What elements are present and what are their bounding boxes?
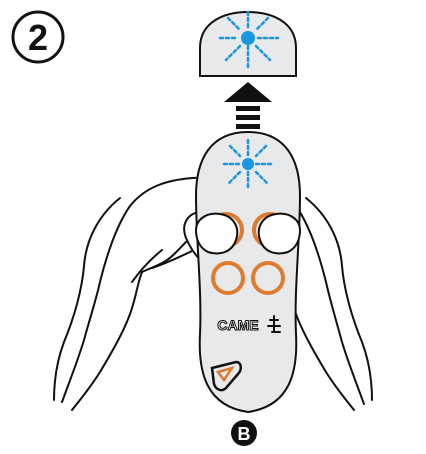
step-number: 2 [28,17,48,58]
came-logo-text: CAME [217,317,258,333]
remote-button-4[interactable] [253,263,283,293]
remote-control-icon: CAME [196,132,300,412]
button-b-badge: B [231,420,257,446]
main-led [242,158,254,170]
up-arrow-icon [224,82,272,137]
top-remote [200,12,296,76]
remote-button-3[interactable] [213,263,243,293]
right-thumb [259,214,300,254]
left-thumb [196,214,237,254]
top-led [241,31,255,45]
button-b-label: B [238,424,251,444]
step-badge: 2 [13,12,63,62]
